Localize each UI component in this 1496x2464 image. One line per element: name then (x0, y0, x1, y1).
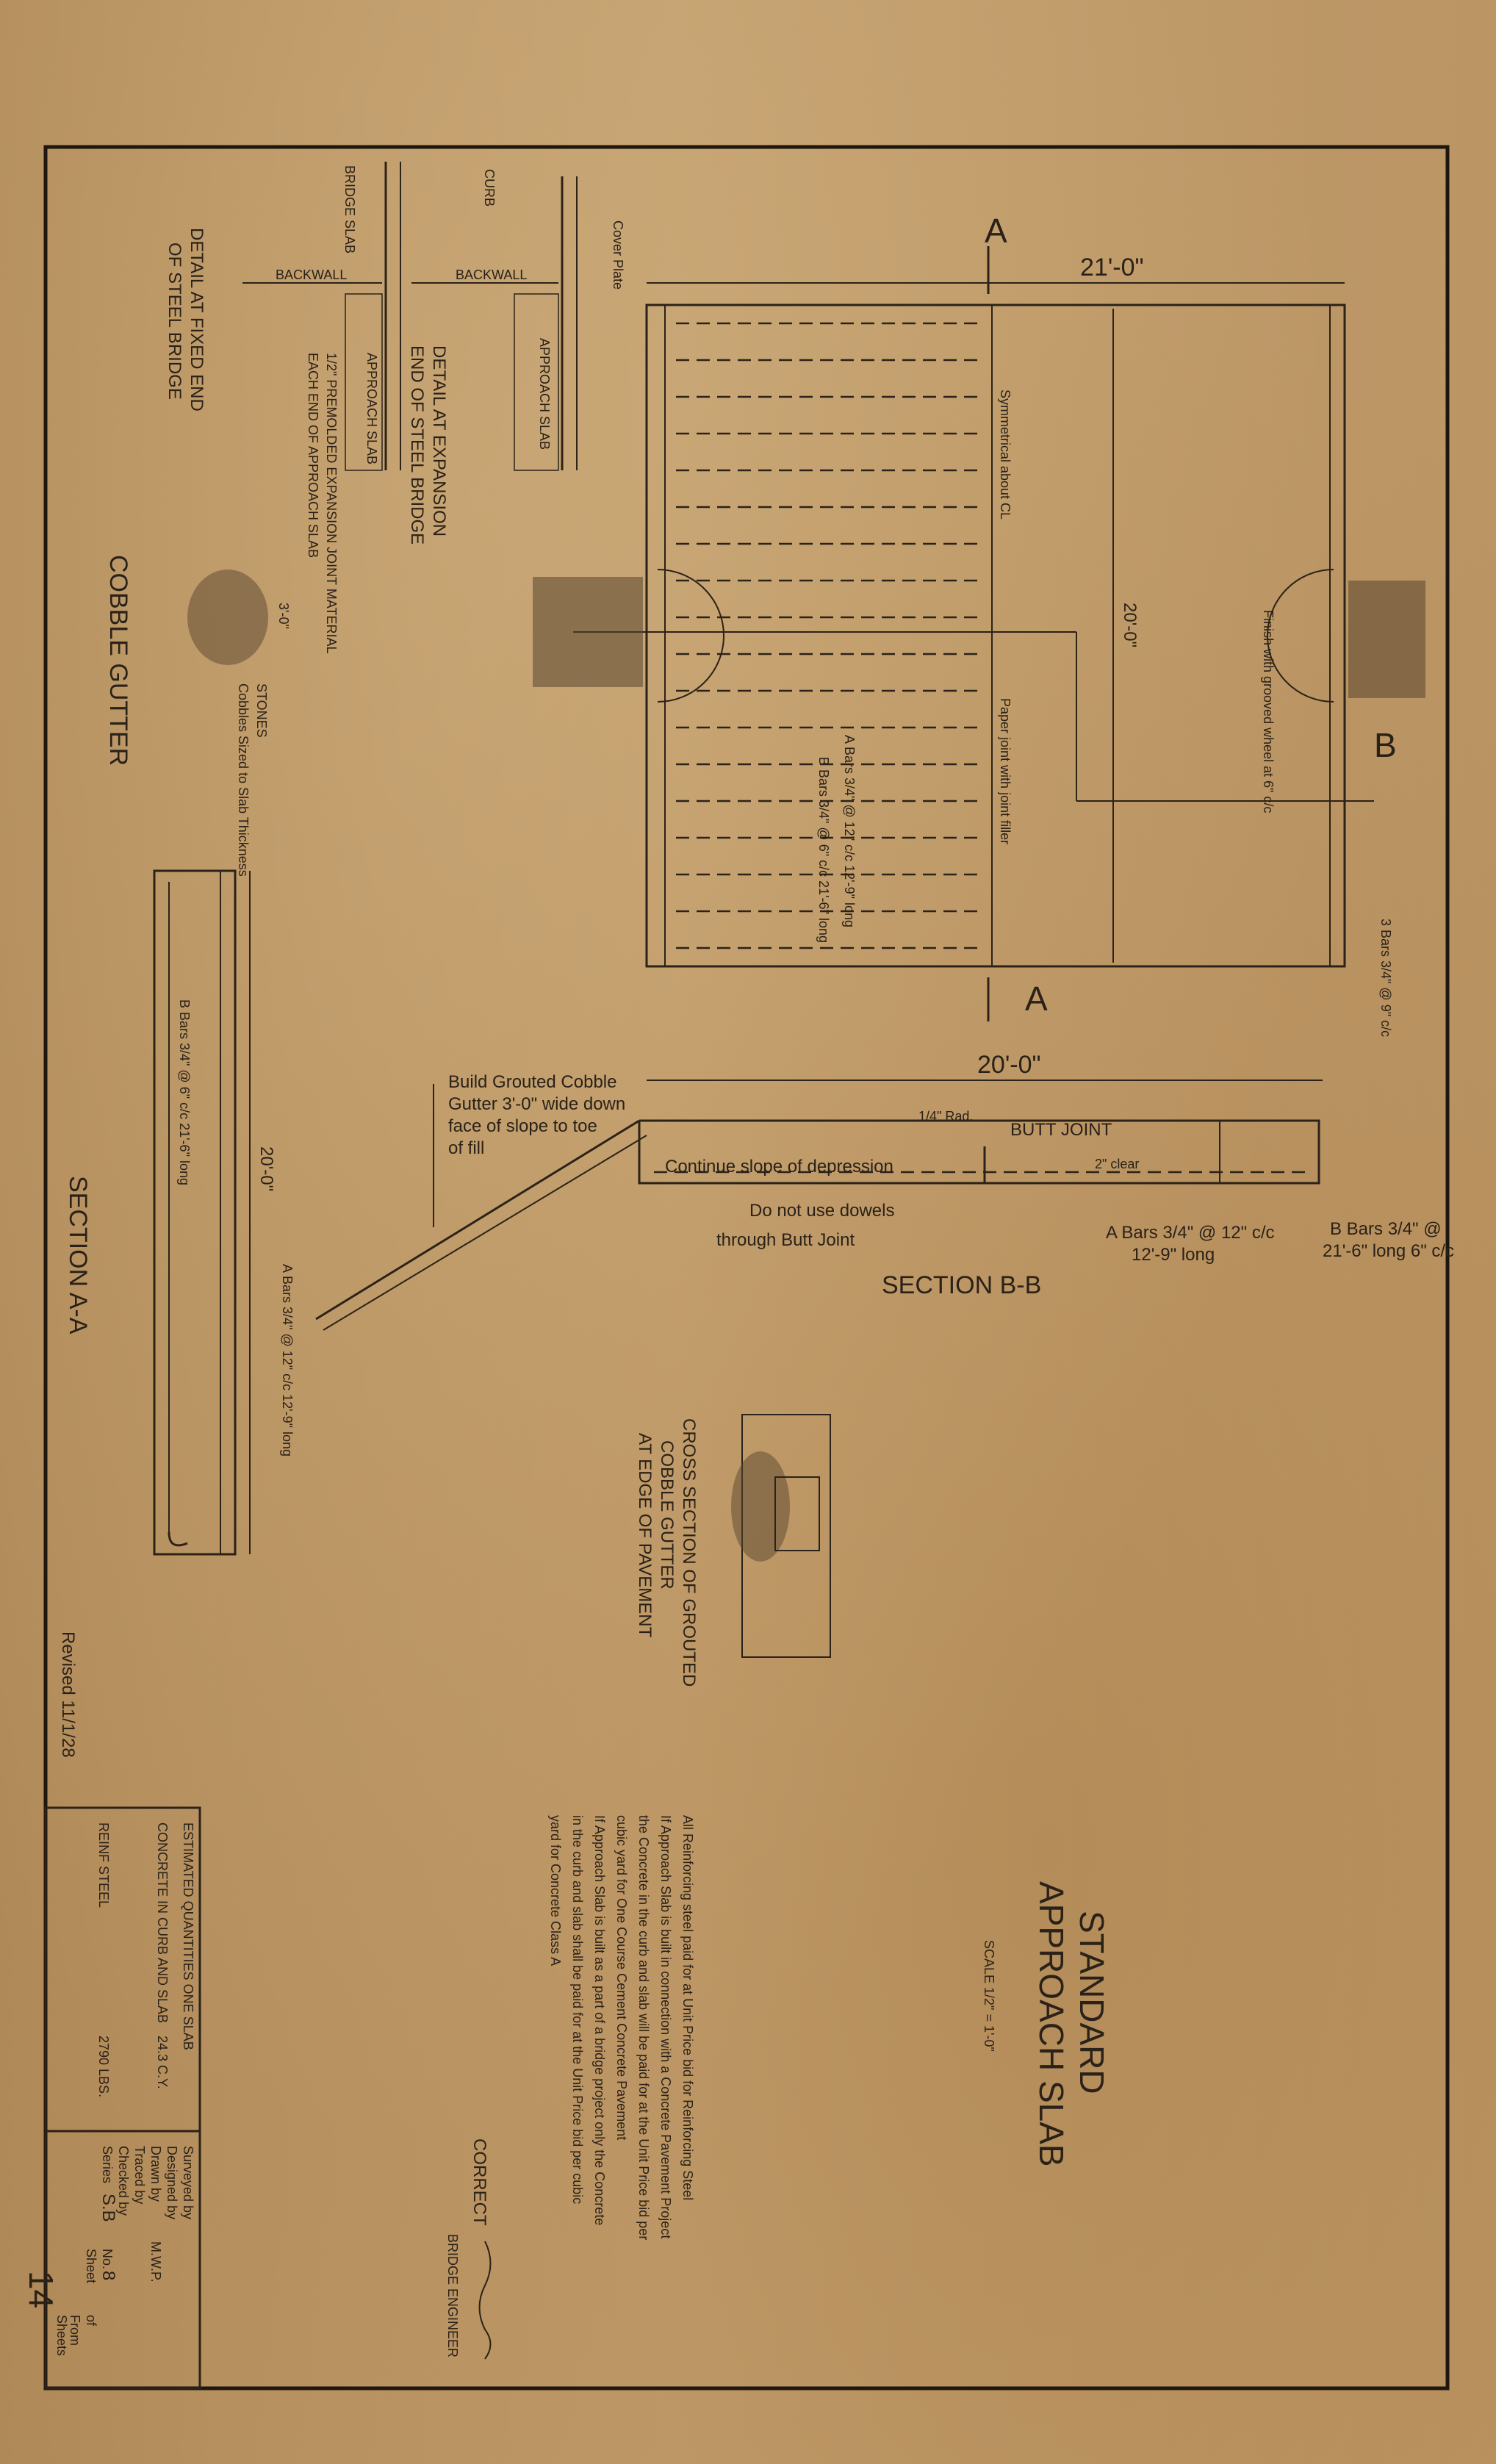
sheet-label: Sheet (84, 2249, 98, 2283)
bb-a-bars-1: A Bars 3/4" @ 12" c/c (1106, 1223, 1275, 1243)
note-line: All Reinforcing steel paid for at Unit P… (680, 1815, 695, 2200)
backwall-expansion: BACKWALL (456, 267, 527, 282)
approach-slab-label: APPROACH SLAB (364, 353, 379, 464)
quantity-value: 2790 LBS. (96, 2036, 111, 2097)
aa-length-dim: 20'-0" (256, 1146, 276, 1191)
section-aa-title: SECTION A-A (64, 1176, 92, 1335)
cross-section-detail: CROSS SECTION OF GROUTED COBBLE GUTTER A… (635, 1414, 831, 1687)
gutter-note-4: of fill (448, 1138, 484, 1158)
backwall-fixed: BACKWALL (276, 267, 347, 282)
aa-b-bars: B Bars 3/4" @ 6" c/c 21'-6" long (177, 999, 192, 1185)
plan-view: A A B 21'-0" 20'-0" Symmetrical about CL… (533, 212, 1425, 1037)
from-label: From (68, 2315, 82, 2346)
expansion-title-2: END OF STEEL BRIDGE (407, 345, 427, 545)
radius-label: 1/4" Rad. (918, 1109, 973, 1124)
sheets-label: Sheets (54, 2315, 69, 2356)
cobble-dims-label: 3'-0" (276, 603, 291, 629)
scale-label: SCALE 1/2" = 1'-0" (982, 1940, 996, 2052)
section-bb: 20'-0" BUTT JOINT 1/4" Rad. Continue slo… (315, 1051, 1454, 1331)
note-line: If Approach Slab is built as a part of a… (592, 1815, 607, 2225)
cross-section-title-2: COBBLE GUTTER (657, 1440, 677, 1590)
surveyed-label: Surveyed by (181, 2146, 195, 2219)
premolded-each-label: EACH END OF APPROACH SLAB (306, 353, 320, 558)
bb-b-bars-1: B Bars 3/4" @ (1330, 1219, 1442, 1239)
plan-a-bars-note: A Bars 3/4" @ 12" c/c 12'-9" long (842, 735, 857, 927)
quantities-heading: ESTIMATED QUANTITIES ONE SLAB (181, 1822, 195, 2050)
engineer-title: BRIDGE ENGINEER (445, 2234, 460, 2357)
cross-section-title-1: CROSS SECTION OF GROUTED (679, 1418, 699, 1687)
sheet-number: 14 (22, 2271, 60, 2308)
clear-note: 2" clear (1095, 1157, 1139, 1171)
section-a-top: A (985, 212, 1007, 250)
bridge-slab-label: BRIDGE SLAB (342, 165, 357, 254)
title-line-1: STANDARD (1073, 1911, 1111, 2094)
sheet-border (43, 145, 1450, 2391)
revised-label: Revised 11/1/28 (58, 1631, 78, 1758)
fixed-title-2: OF STEEL BRIDGE (165, 243, 184, 400)
dowel-note-1: Do not use dowels (749, 1201, 894, 1221)
symmetrical-note: Symmetrical about CL (998, 389, 1013, 520)
section-aa: 20'-0" B Bars 3/4" @ 6" c/c 21'-6" long … (64, 869, 295, 1556)
stones-label: STONES (254, 683, 269, 738)
no-value: 8 (98, 2271, 118, 2280)
plan-b-bars-note: B Bars 3/4" @ 6" c/c 21'-6" long (816, 757, 831, 943)
plan-length-dim: 20'-0" (1120, 603, 1140, 647)
cross-section-title-3: AT EDGE OF PAVEMENT (635, 1433, 655, 1638)
cobble-gutter-title: COBBLE GUTTER (104, 555, 132, 766)
note-line: in the curb and slab shall be paid for a… (570, 1815, 585, 2204)
continue-slope-label: Continue slope of depression (665, 1157, 893, 1177)
drawn-label: Drawn by (148, 2146, 163, 2202)
expansion-title-1: DETAIL AT EXPANSION (429, 345, 449, 536)
cobble-gutter-detail: STONES Cobbles Sized to Slab Thickness 3… (104, 555, 291, 877)
series-label: Series (100, 2146, 115, 2183)
fixed-title-1: DETAIL AT FIXED END (187, 228, 206, 412)
gutter-note-3: face of slope to toe (448, 1116, 597, 1136)
approach-slab-label-2: APPROACH SLAB (537, 338, 552, 450)
title-block: Surveyed by Designed by Drawn by M.W.P. … (44, 2130, 201, 2390)
plan-width-dim: 21'-0" (1080, 254, 1144, 281)
dowel-note-2: through Butt Joint (716, 1230, 855, 1250)
quantity-table: ESTIMATED QUANTITIES ONE SLAB CONCRETE I… (44, 1806, 201, 2133)
gutter-note-2: Gutter 3'-0" wide down (448, 1094, 625, 1114)
checked-label: Checked by (116, 2146, 131, 2216)
note-line: If Approach Slab is built in connection … (658, 1815, 673, 2238)
general-notes: All Reinforcing steel paid for at Unit P… (548, 1815, 695, 2240)
quantity-label: CONCRETE IN CURB AND SLAB (155, 1822, 170, 2023)
no-label: No. (100, 2249, 115, 2269)
aa-a-bars: A Bars 3/4" @ 12" c/c 12'-9" long (280, 1264, 295, 1457)
cobble-sizes-label: Cobbles Sized to Slab Thickness (236, 683, 251, 877)
butt-joint-label: BUTT JOINT (1010, 1120, 1112, 1140)
section-a-bottom: A (1025, 980, 1048, 1018)
bb-length-dim: 20'-0" (977, 1051, 1041, 1079)
series-value: S.B (98, 2194, 118, 2222)
note-line: yard for Concrete Class A (548, 1815, 563, 1966)
edge-bar-note: 3 Bars 3/4" @ 9" c/c (1378, 919, 1393, 1037)
note-line: cubic yard for One Course Cement Concret… (614, 1815, 629, 2140)
section-b-mark: B (1374, 726, 1397, 764)
bb-a-bars-2: 12'-9" long (1132, 1245, 1215, 1265)
curb-label: CURB (482, 169, 497, 206)
title-line-2: APPROACH SLAB (1032, 1881, 1071, 2167)
paper-joint-note: Paper joint with joint filler (998, 698, 1013, 844)
section-bb-title: SECTION B-B (882, 1271, 1041, 1299)
finish-note: Finish with grooved wheel at 6" c/c (1261, 610, 1276, 813)
bb-b-bars-2: 21'-6" long 6" c/c (1323, 1241, 1454, 1261)
premolded-label: 1/2" PREMOLDED EXPANSION JOINT MATERIAL (324, 353, 339, 653)
of-label: of (84, 2315, 98, 2327)
traced-label: Traced by (132, 2146, 147, 2204)
engineer-signature (478, 2241, 492, 2360)
note-line: the Concrete in the curb and slab will b… (636, 1815, 651, 2240)
correct-label: CORRECT (470, 2138, 489, 2226)
quantity-value: 24.3 C.Y. (155, 2036, 170, 2089)
quantity-label: REINF STEEL (96, 1822, 111, 1908)
drawn-initials: M.W.P. (148, 2241, 163, 2282)
designed-label: Designed by (165, 2146, 179, 2219)
joint-details: BACKWALL BACKWALL BRIDGE SLAB APPROACH S… (165, 162, 625, 653)
title-area: STANDARD APPROACH SLAB SCALE 1/2" = 1'-0… (22, 1631, 1111, 2360)
cover-plate-label: Cover Plate (611, 220, 625, 290)
gutter-note-1: Build Grouted Cobble (448, 1072, 616, 1092)
